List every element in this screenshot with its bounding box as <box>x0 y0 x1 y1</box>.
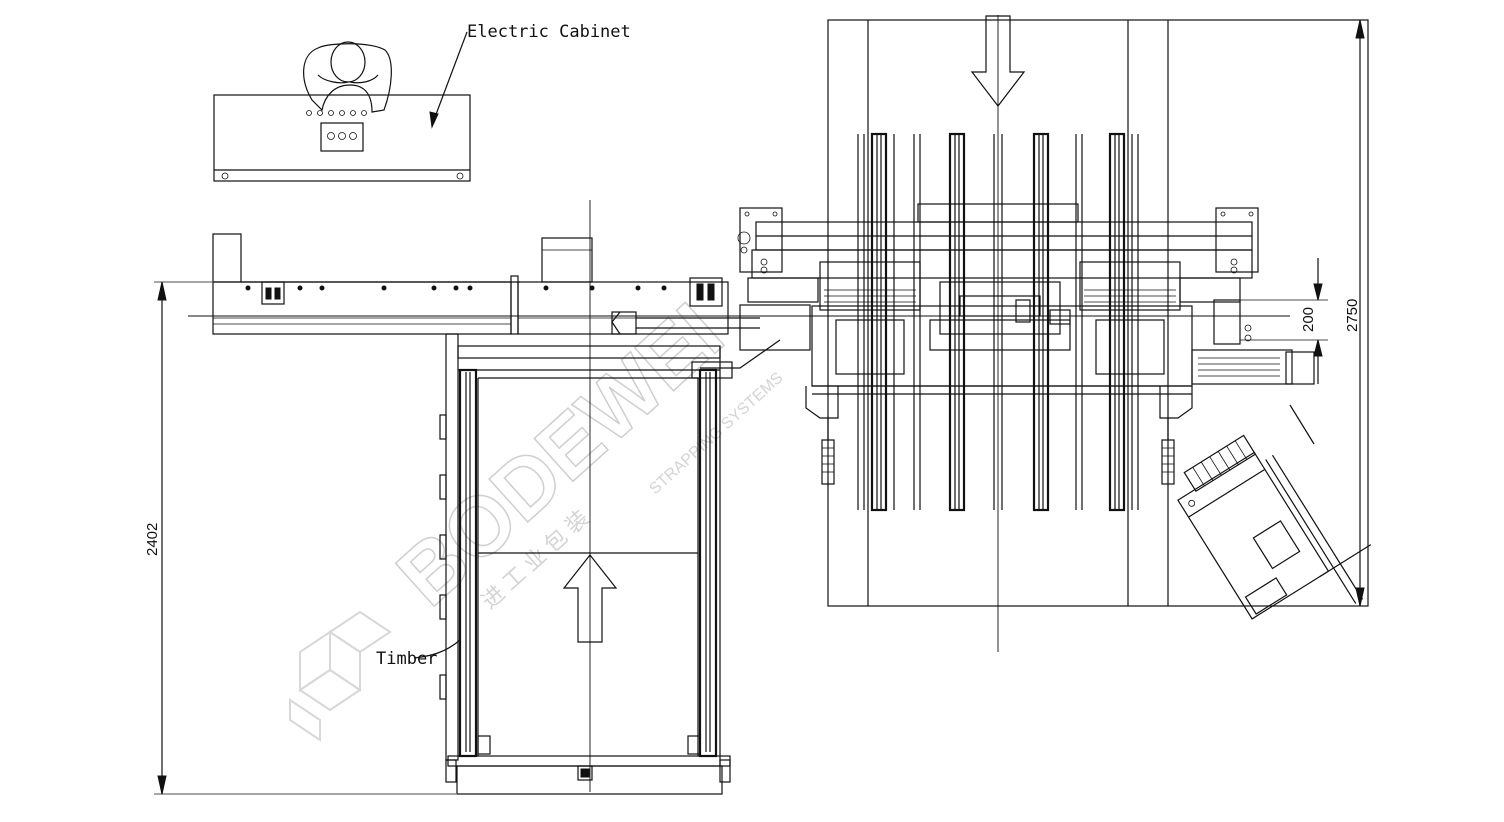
top-feed-rail <box>212 233 729 335</box>
dimension-200 <box>1240 258 1328 384</box>
electric-cabinet-leader <box>429 31 468 129</box>
pusher-cylinder <box>611 304 811 351</box>
watermark-logo-icon <box>289 610 392 742</box>
timber-leader <box>413 639 461 659</box>
dimension-2402-text: 2402 <box>144 523 161 556</box>
turning-roller-table <box>1177 434 1372 620</box>
strapping-head-frame <box>737 203 1259 345</box>
dimension-200-text: 200 <box>1300 307 1317 332</box>
operator-figure-icon <box>303 41 392 113</box>
roller-table-post <box>1289 404 1315 445</box>
electric-cabinet <box>213 94 471 182</box>
dimension-2750-text: 2750 <box>1344 299 1361 332</box>
outfeed-direction-arrow-icon <box>970 15 1026 107</box>
dimension-2402 <box>154 281 456 795</box>
dimension-2750 <box>1168 19 1368 607</box>
watermark: BODEWEI STRAPPING SYSTEMS 进 工 业 包 装 <box>289 284 787 742</box>
outfeed-conveyor-zone <box>827 19 1369 607</box>
electric-cabinet-label: Electric Cabinet <box>467 22 631 42</box>
belt-columns <box>857 132 1139 512</box>
infeed-conveyor <box>439 333 781 795</box>
lower-head-frame <box>805 305 1315 485</box>
timber-label: Timber <box>376 649 437 669</box>
